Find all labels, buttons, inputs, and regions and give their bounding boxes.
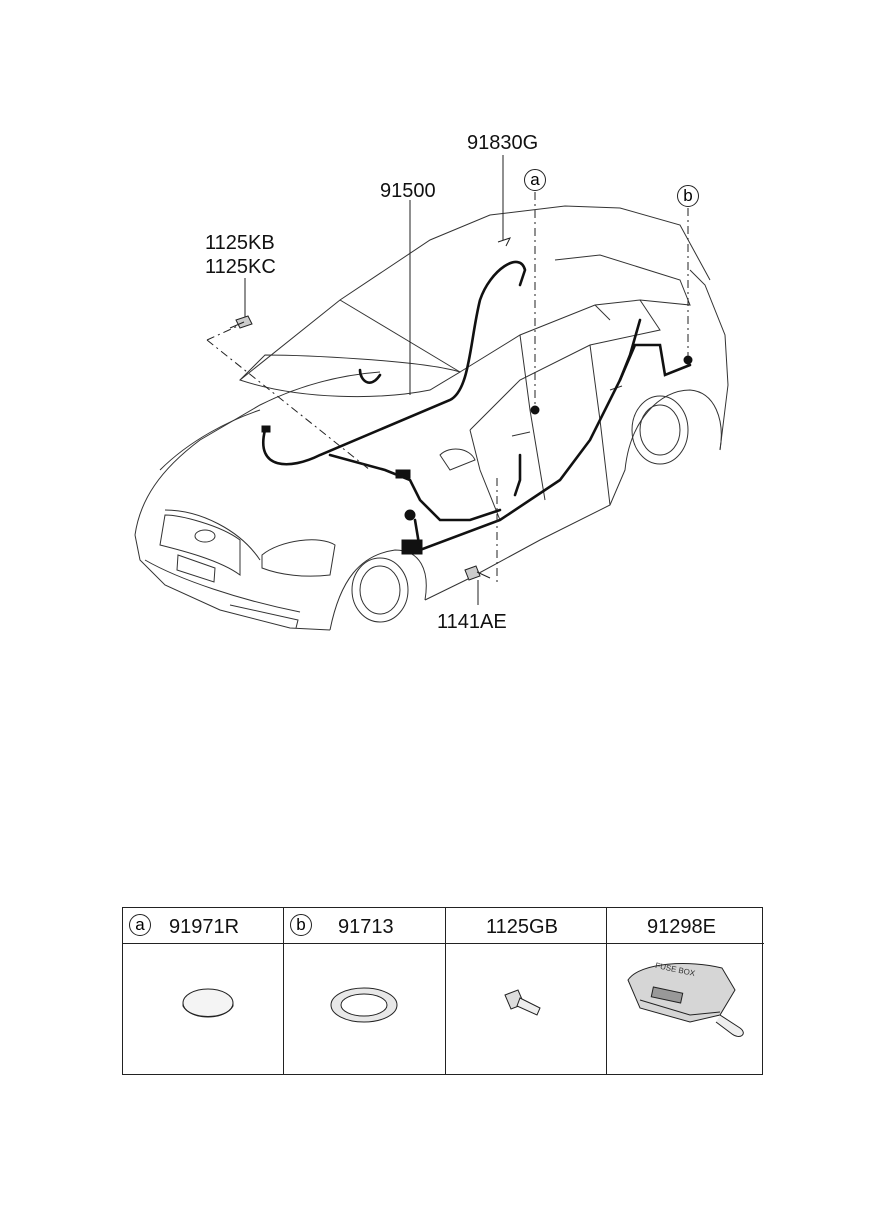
parts-table-header-cell: 1125GB	[446, 908, 607, 944]
part-number: 91713	[338, 916, 394, 938]
part-number: 91971R	[169, 916, 240, 938]
grommet-icon	[330, 987, 398, 1023]
car-body-outline	[134, 205, 729, 631]
parts-table: a 91971R b 91713 1125GB 91298E	[122, 907, 764, 1075]
wiring-harness-91500	[262, 260, 692, 552]
callout-91500: 91500	[380, 180, 436, 202]
parts-table-image-cell	[284, 944, 446, 1075]
callout-1125kb: 1125KB	[205, 232, 275, 254]
ref-circle-b-small: b	[290, 914, 312, 936]
bolt-icon-top	[229, 315, 253, 329]
parts-table-header-cell: b 91713	[284, 908, 446, 944]
callout-1141ae: 1141AE	[437, 611, 507, 633]
leader-lines	[206, 155, 689, 605]
harness-connectors	[261, 355, 693, 555]
parts-table-image-cell	[607, 944, 764, 1075]
plug-cap-icon	[182, 988, 234, 1018]
parts-table-header-cell: 91298E	[607, 908, 764, 944]
part-number: 1125GB	[486, 916, 558, 938]
ref-circle-b: b	[677, 185, 699, 207]
callout-91830g: 91830G	[467, 132, 539, 154]
parts-table-image-cell	[123, 944, 284, 1075]
parts-table-header-cell: a 91971R	[123, 908, 284, 944]
part-number: 91298E	[647, 916, 716, 938]
bolt-1125gb-icon	[504, 989, 541, 1016]
ref-circle-a: a	[524, 169, 546, 191]
fuse-box-icon	[627, 963, 744, 1037]
bolt-icon-bottom	[464, 565, 491, 581]
ref-circle-a-small: a	[129, 914, 151, 936]
callout-1125kc: 1125KC	[205, 256, 276, 278]
clip-icon	[497, 237, 511, 247]
parts-table-image-cell	[446, 944, 607, 1075]
